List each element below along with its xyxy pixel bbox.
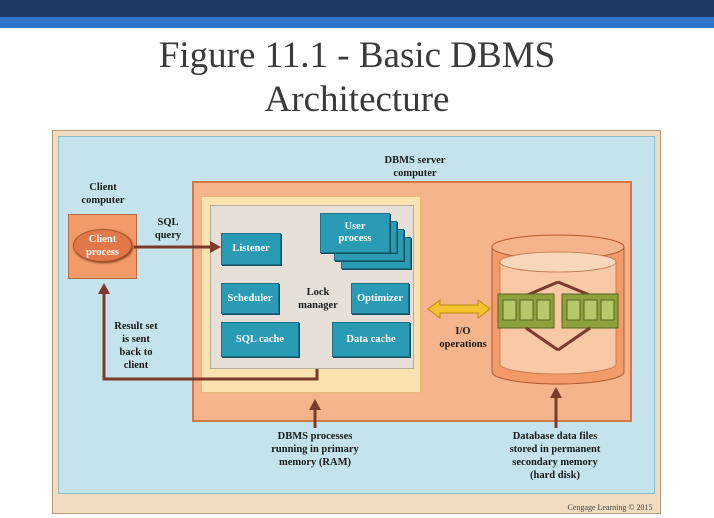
sql-query-label: SQL query	[154, 217, 182, 241]
listener: Listener	[221, 233, 281, 265]
table-spaces-label: Table spaces	[530, 270, 586, 281]
data-files-label: Data files	[536, 354, 580, 365]
credit-label: Cengage Learning © 2015	[567, 503, 653, 512]
user-process: User process	[320, 213, 390, 253]
data-cache: Data cache	[332, 322, 410, 357]
lock-manager: Lock manager	[298, 287, 338, 311]
dbms-processes-label: DBMS processes running in primary memory…	[271, 431, 359, 468]
slide-title: Figure 11.1 - Basic DBMS Architecture	[0, 34, 714, 122]
client-process-label: Client process	[85, 234, 120, 258]
dbms-server-label: DBMS server computer	[384, 155, 446, 179]
sql-cache: SQL cache	[221, 322, 299, 357]
result-set-label: Result set is sent back to client	[114, 321, 158, 371]
slide-title-line-1: Figure 11.1 - Basic DBMS	[158, 35, 556, 76]
io-operations-label: I/O operations	[439, 326, 487, 350]
database-label: Database	[537, 241, 579, 252]
client-process	[73, 229, 132, 262]
client-computer-label: Client computer	[81, 182, 125, 206]
scheduler: Scheduler	[221, 283, 279, 314]
database-data-files-label: Database data files stored in permanent …	[509, 431, 601, 481]
slide-top-bar	[0, 0, 714, 17]
slide-title-line-2: Architecture	[264, 79, 450, 120]
slide-accent-stripe	[0, 17, 714, 28]
optimizer: Optimizer	[351, 283, 409, 314]
